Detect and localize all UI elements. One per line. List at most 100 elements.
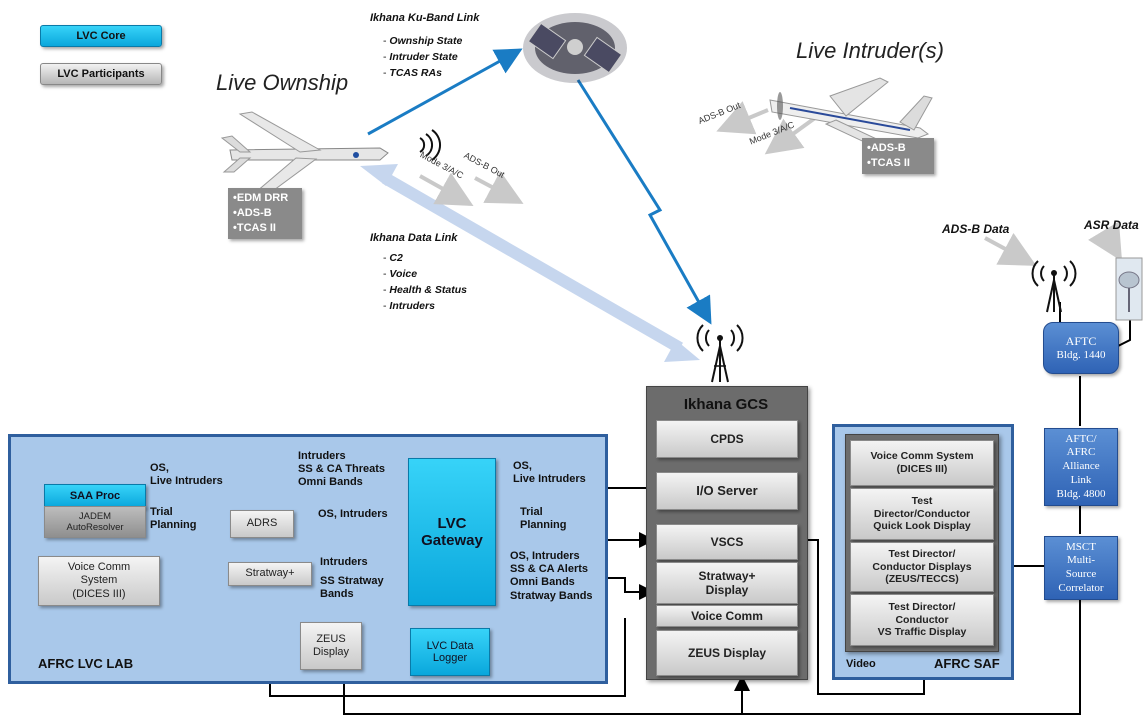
- gcs-voice-comm-box[interactable]: Voice Comm: [656, 605, 798, 627]
- text-line: Test: [911, 495, 933, 508]
- text-line: JADEM: [78, 510, 112, 522]
- text-line: AutoResolver: [66, 522, 124, 533]
- ku-uplink-arrow: [367, 48, 523, 136]
- stratway-label: Stratway+: [245, 567, 295, 580]
- mid-alerts-label: OS, Intruders SS & CA Alerts Omni Bands …: [510, 550, 593, 603]
- text-line: Intruders: [320, 556, 368, 568]
- text-line: Stratway+: [698, 568, 756, 583]
- text-line: Test Director/: [888, 548, 956, 561]
- lab-os-intruders-label: OS, Intruders: [318, 508, 388, 520]
- list-item: Intruder State: [383, 49, 462, 65]
- msct-node[interactable]: MSCT Multi- Source Correlator: [1044, 536, 1118, 600]
- gcs-zeus-display-box[interactable]: ZEUS Display: [656, 630, 798, 676]
- text-line: OS,: [513, 460, 532, 472]
- aftc-antenna-icon: [1031, 260, 1077, 313]
- text-line: Voice Comm: [67, 561, 131, 574]
- aftc-node[interactable]: AFTC Bldg. 1440: [1043, 322, 1119, 374]
- lab-os-live-intruders-label: OS, Live Intruders: [150, 462, 223, 488]
- gcs-stratway-display-box[interactable]: Stratway+ Display: [656, 562, 798, 604]
- voice-comm-label: Voice Comm: [691, 608, 763, 623]
- legend-lvc-core: LVC Core: [40, 25, 162, 47]
- cpds-label: CPDS: [710, 431, 744, 446]
- text-line: System: [80, 574, 118, 587]
- adsb-data-title: ADS-B Data: [942, 222, 1010, 236]
- lab-zeus-box[interactable]: ZEUS Display: [300, 622, 362, 670]
- lvc-gateway-box[interactable]: LVC Gateway: [408, 458, 496, 606]
- asr-radar-icon: [1115, 257, 1143, 321]
- text-line: (DICES III): [896, 463, 948, 475]
- lab-trial-planning-label: Trial Planning: [150, 506, 196, 532]
- list-item: Intruders: [383, 298, 467, 314]
- text-line: Bands: [320, 588, 354, 601]
- gcs-antenna-icon: [696, 324, 744, 383]
- vscs-label: VSCS: [710, 534, 744, 549]
- adrs-box[interactable]: ADRS: [230, 510, 294, 538]
- mid-trial-planning-label: Trial Planning: [520, 506, 566, 532]
- adrs-label: ADRS: [246, 517, 278, 530]
- text-line: Director/Conductor: [873, 507, 971, 520]
- saf-quick-look-box[interactable]: Test Director/Conductor Quick Look Displ…: [850, 488, 994, 540]
- lab-voice-comm-box[interactable]: Voice Comm System (DICES III): [38, 556, 160, 606]
- saf-zeus-teccs-box[interactable]: Test Director/ Conductor Displays (ZEUS/…: [850, 542, 994, 592]
- capability-item: •ADS-B: [867, 142, 906, 154]
- io-server-box[interactable]: I/O Server: [656, 472, 798, 510]
- alliance-link-node[interactable]: AFTC/ AFRC Alliance Link Bldg. 4800: [1044, 428, 1118, 506]
- text-line: Omni Bands: [298, 476, 363, 489]
- text-line: Intruders: [298, 450, 346, 462]
- text-line: OS,: [150, 462, 169, 474]
- data-link-list: C2 Voice Health & Status Intruders: [383, 250, 467, 314]
- legend-lvc-participants: LVC Participants: [40, 63, 162, 85]
- text-line: AFTC/: [1065, 432, 1097, 445]
- text-line: Trial: [520, 506, 543, 518]
- ownship-capabilities: •EDM DRR •ADS-B •TCAS II: [228, 188, 302, 239]
- text-line: Conductor: [895, 613, 949, 626]
- ku-downlink-arrow: [576, 79, 712, 325]
- live-intruders-title: Live Intruder(s): [796, 38, 944, 63]
- text-line: LVC Data: [426, 640, 474, 652]
- mid-os-live-intruders-label: OS, Live Intruders: [513, 460, 586, 486]
- text-line: VS Traffic Display: [877, 626, 967, 639]
- cpds-box[interactable]: CPDS: [656, 420, 798, 458]
- text-line: Display: [705, 583, 749, 597]
- lvc-data-logger-box[interactable]: LVC Data Logger: [410, 628, 490, 676]
- text-line: Conductor Displays: [872, 560, 972, 573]
- text-line: LVC: [437, 515, 467, 532]
- list-item: Health & Status: [383, 282, 467, 298]
- live-ownship-title: Live Ownship: [216, 70, 349, 95]
- text-line: Test Director/: [888, 601, 956, 614]
- list-item: Ownship State: [383, 33, 462, 49]
- text-line: Display: [312, 646, 350, 658]
- saf-video-label: Video: [846, 658, 876, 670]
- data-link-title: Ikhana Data Link: [370, 232, 458, 244]
- saf-vs-traffic-box[interactable]: Test Director/ Conductor VS Traffic Disp…: [850, 594, 994, 646]
- aftc-bldg: Bldg. 1440: [1056, 348, 1106, 361]
- list-item: C2: [383, 250, 467, 266]
- text-line: SS & CA Threats: [298, 463, 386, 476]
- saa-proc-label: SAA Proc: [69, 490, 121, 502]
- text-line: Bldg. 4800: [1056, 487, 1106, 500]
- vscs-box[interactable]: VSCS: [656, 524, 798, 560]
- text-line: Voice Comm System: [870, 450, 974, 463]
- jadem-box[interactable]: JADEM AutoResolver: [44, 506, 146, 538]
- list-item: Voice: [383, 266, 467, 282]
- capability-item: •ADS-B: [233, 207, 272, 219]
- text-line: Trial: [150, 506, 173, 518]
- saf-voice-comm-box[interactable]: Voice Comm System (DICES III): [850, 440, 994, 486]
- text-line: SS & CA Alerts: [510, 563, 589, 576]
- zeus-display-label: ZEUS Display: [687, 645, 767, 660]
- text-line: Logger: [432, 652, 468, 664]
- text-line: Alliance: [1062, 460, 1100, 473]
- lab-stratway-box[interactable]: Stratway+: [228, 562, 312, 586]
- external-data-arrows: [984, 221, 1123, 266]
- capability-item: •TCAS II: [233, 222, 276, 234]
- text-line: Multi-: [1066, 554, 1096, 567]
- text-line: SS Stratway: [320, 575, 384, 588]
- ownship-signal-arrows: [419, 171, 524, 206]
- text-line: Quick Look Display: [873, 520, 971, 533]
- text-line: Correlator: [1058, 581, 1104, 594]
- saa-proc-box[interactable]: SAA Proc: [44, 484, 146, 508]
- list-item: TCAS RAs: [383, 65, 462, 81]
- text-line: Omni Bands: [510, 576, 575, 589]
- text-line: AFRC: [1066, 446, 1096, 459]
- text-line: Stratway Bands: [510, 589, 593, 602]
